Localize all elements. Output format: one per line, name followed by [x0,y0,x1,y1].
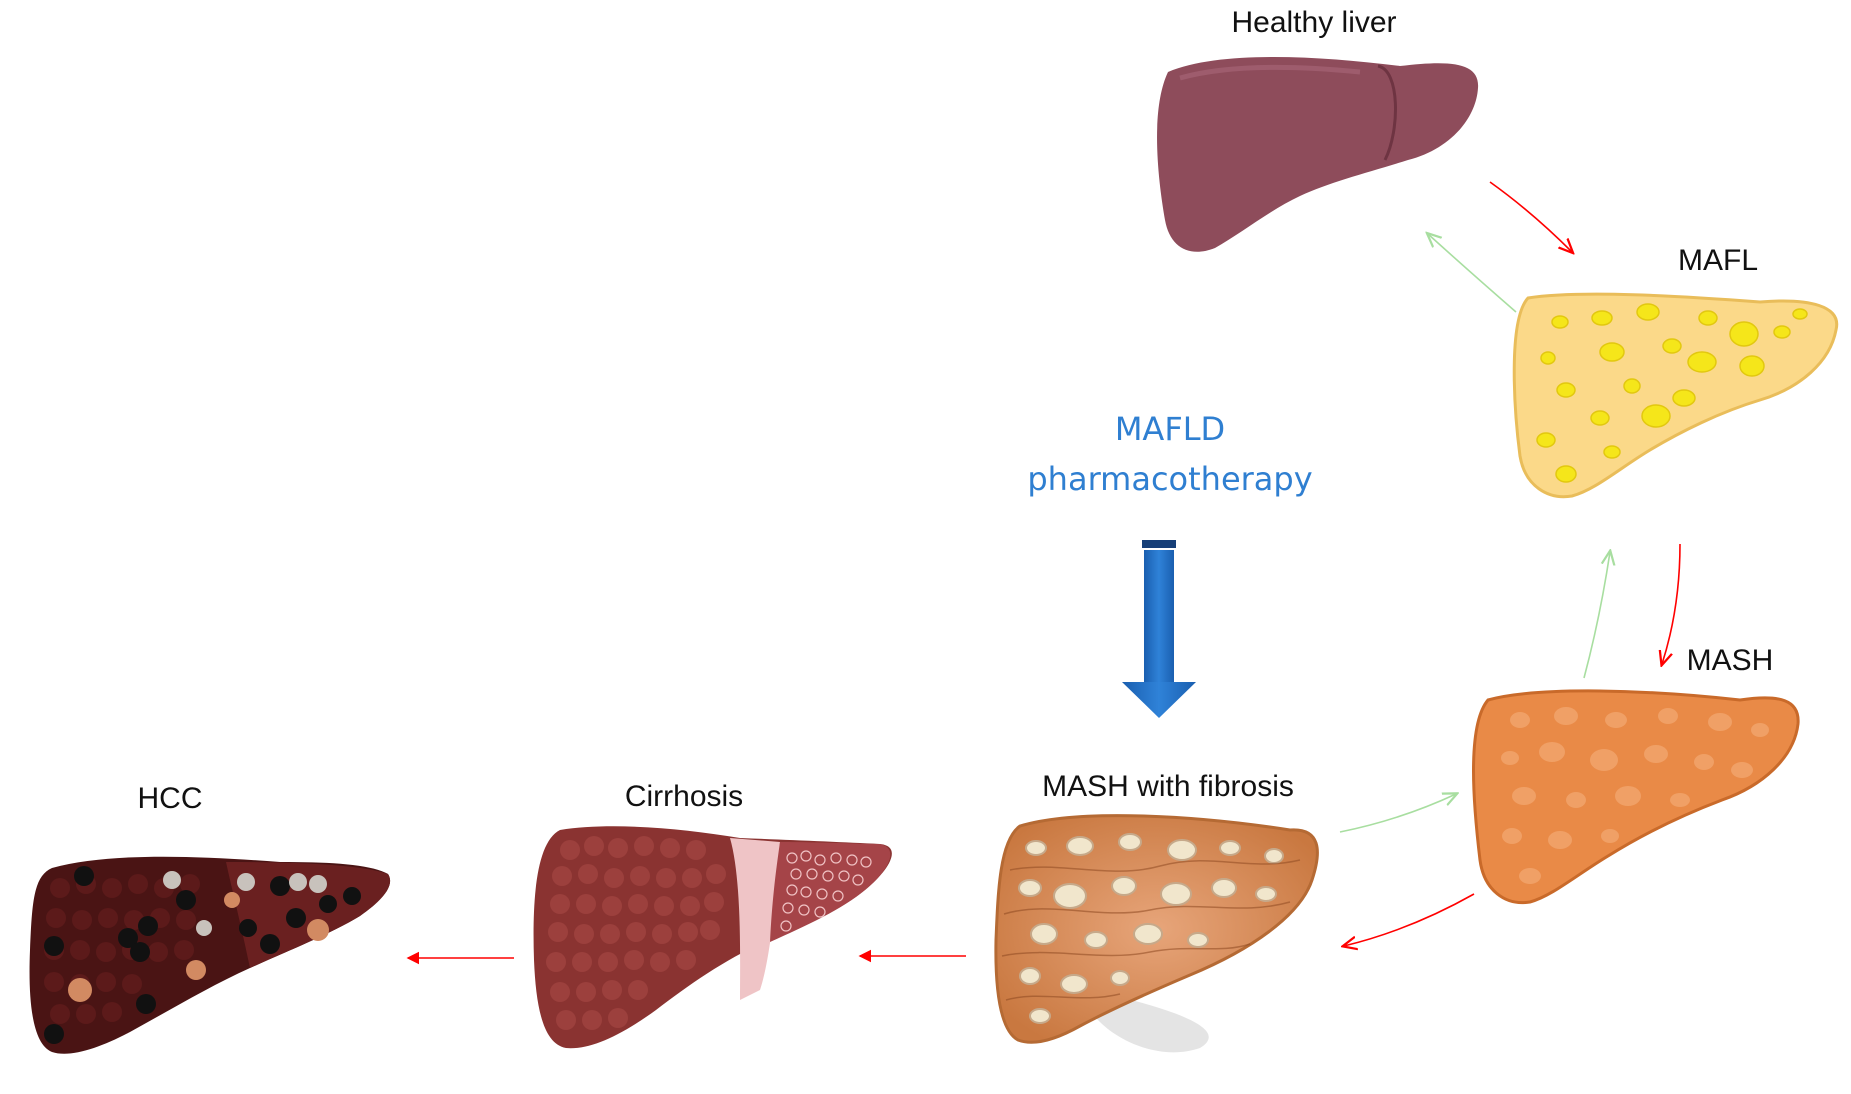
arrow-healthy-to-mafl [1489,181,1572,252]
arrow-mash-to-fibrosis [1344,893,1475,946]
label-mash: MASH [1686,644,1774,677]
arrow-fibrosis-to-mash [1339,794,1456,833]
therapy-arrow [1122,540,1196,718]
arrow-mash-to-mafl [1583,552,1610,679]
therapy-label-line2: pharmacotherapy [1027,460,1313,498]
mash-fibrosis-liver-illustration [994,814,1319,1053]
healthy-liver-illustration [1157,57,1479,252]
therapy-label-line1: MAFLD [1114,410,1226,448]
therapy-label: MAFLD pharmacotherapy [1027,404,1312,504]
arrow-mafl-to-mash [1662,543,1681,664]
label-hcc: HCC [137,782,203,815]
cirrhosis-liver-illustration [533,826,892,1049]
arrow-mafl-to-healthy [1428,234,1517,313]
label-mafl: MAFL [1677,244,1759,277]
mash-liver-illustration [1472,689,1800,905]
label-healthy-liver: Healthy liver [1231,6,1397,39]
hcc-liver-illustration [29,856,391,1054]
mafl-liver-illustration [1512,292,1839,499]
label-mash-with-fibrosis: MASH with fibrosis [1042,770,1294,803]
label-cirrhosis: Cirrhosis [624,780,744,813]
